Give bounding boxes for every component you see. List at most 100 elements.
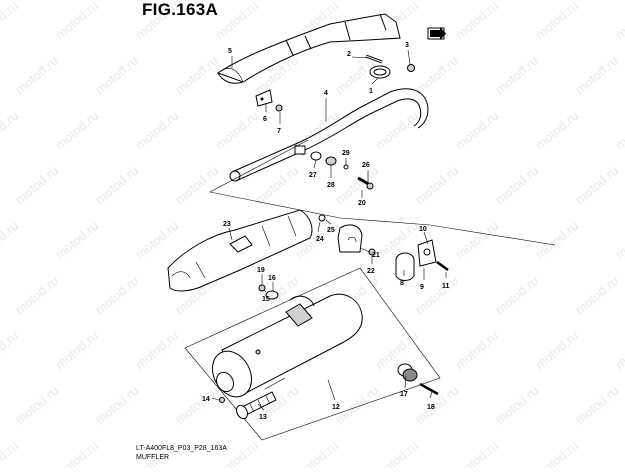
watermark-text: motod.ru — [532, 108, 581, 152]
watermark-text: motod.ru — [92, 273, 141, 317]
callout-4: 4 — [324, 90, 328, 97]
watermark-text: motod.ru — [412, 273, 461, 317]
watermark-text: motod.ru — [532, 438, 581, 468]
callout-14: 14 — [202, 396, 210, 403]
bracket-bolt — [255, 89, 283, 112]
muffler — [212, 293, 363, 398]
upper-fasteners — [310, 151, 374, 190]
watermark-text: motod.ru — [0, 438, 21, 468]
watermark-text: motod.ru — [492, 383, 541, 427]
lower-heat-shield — [167, 209, 313, 292]
callout-10: 10 — [419, 226, 427, 233]
diagram-caption: MUFFLER — [136, 454, 170, 461]
watermark-text: motod.ru — [0, 108, 21, 152]
watermark-text: motod.ru — [132, 328, 181, 372]
watermark-text: motod.ru — [612, 0, 625, 42]
watermark-text: motod.ru — [492, 273, 541, 317]
leader-lines — [211, 49, 447, 411]
callout-12: 12 — [332, 404, 340, 411]
callout-5: 5 — [228, 48, 232, 55]
watermark-text: motod.ru — [452, 0, 501, 42]
watermark-text: motod.ru — [492, 163, 541, 207]
callout-20: 20 — [358, 200, 366, 207]
watermark-text: motod.ru — [612, 328, 625, 372]
callout-18: 18 — [427, 404, 435, 411]
watermark-text: motod.ru — [132, 108, 181, 152]
watermark-text: motod.ru — [52, 218, 101, 262]
watermark-text: motod.ru — [132, 218, 181, 262]
callout-3: 3 — [405, 42, 409, 49]
watermark-text: motod.ru — [572, 53, 621, 97]
callout-11: 11 — [442, 283, 450, 290]
watermark-text: motod.ru — [52, 108, 101, 152]
callout-29: 29 — [342, 150, 350, 157]
clamp-and-gasket — [365, 54, 415, 79]
callout-1: 1 — [369, 88, 373, 95]
watermark-text: motod.ru — [452, 108, 501, 152]
callout-9: 9 — [420, 284, 424, 291]
watermark-text: motod.ru — [612, 218, 625, 262]
watermark-text: motod.ru — [132, 438, 181, 468]
watermark-text: motod.ru — [532, 0, 581, 42]
watermark-text: motod.ru — [412, 53, 461, 97]
watermark-text: motod.ru — [12, 273, 61, 317]
callout-7: 7 — [277, 128, 281, 135]
watermark-text: motod.ru — [292, 438, 341, 468]
drawing-code: LT-A400FL8_P03_P28_163A — [136, 445, 227, 452]
watermark-text: motod.ru — [412, 163, 461, 207]
callout-8: 8 — [400, 280, 404, 287]
watermark-text: motod.ru — [92, 383, 141, 427]
watermark-text: motod.ru — [172, 53, 221, 97]
watermark-text: motod.ru — [172, 383, 221, 427]
watermark-text: motod.ru — [612, 108, 625, 152]
watermark-text: motod.ru — [92, 53, 141, 97]
watermark-text: motod.ru — [52, 438, 101, 468]
watermark-text: motod.ru — [12, 163, 61, 207]
watermark-text: motod.ru — [452, 438, 501, 468]
spark-arrester-fasteners — [258, 284, 279, 300]
watermark-text: motod.ru — [92, 163, 141, 207]
watermark-text: motod.ru — [612, 438, 625, 468]
mount-bracket — [318, 214, 376, 256]
watermark-text: motod.ru — [332, 163, 381, 207]
callout-28: 28 — [327, 182, 335, 189]
watermark-text: motod.ru — [452, 218, 501, 262]
figure-title: FIG.163A — [142, 0, 219, 19]
watermark-text: motod.ru — [52, 0, 101, 42]
watermark-text: motod.ru — [52, 328, 101, 372]
watermark-text: motod.ru — [372, 108, 421, 152]
callout-2: 2 — [347, 51, 351, 58]
watermark-text: motod.ru — [572, 383, 621, 427]
rear-grommet — [397, 363, 439, 396]
callout-15: 15 — [262, 296, 270, 303]
callout-24: 24 — [316, 236, 324, 243]
callout-27: 27 — [309, 172, 317, 179]
watermark-text: motod.ru — [372, 328, 421, 372]
watermark-text: motod.ru — [0, 0, 21, 42]
upper-heat-shield — [216, 13, 401, 84]
callout-26: 26 — [362, 162, 370, 169]
callout-labels: 5 2 3 1 4 6 7 29 26 27 28 20 23 25 24 10… — [202, 42, 450, 421]
watermark-text: motod.ru — [572, 163, 621, 207]
exhaust-pipe — [229, 88, 429, 182]
watermark-text: motod.ru — [0, 328, 21, 372]
watermark-text: motod.ru — [172, 163, 221, 207]
muffler-mount-parts — [395, 239, 449, 281]
watermark-text: motod.ru — [0, 218, 21, 262]
callout-23: 23 — [223, 221, 231, 228]
direction-arrow-icon — [427, 27, 446, 40]
watermark-text: motod.ru — [532, 328, 581, 372]
watermark-text: motod.ru — [252, 163, 301, 207]
callout-19: 19 — [257, 267, 265, 274]
assembly-outline — [209, 139, 556, 246]
callout-16: 16 — [268, 275, 276, 282]
watermark-text: motod.ru — [12, 383, 61, 427]
callout-21: 21 — [372, 252, 380, 259]
callout-25: 25 — [327, 227, 335, 234]
callout-6: 6 — [263, 116, 267, 123]
watermark-text: motod.ru — [412, 383, 461, 427]
watermark-text: motod.ru — [12, 53, 61, 97]
